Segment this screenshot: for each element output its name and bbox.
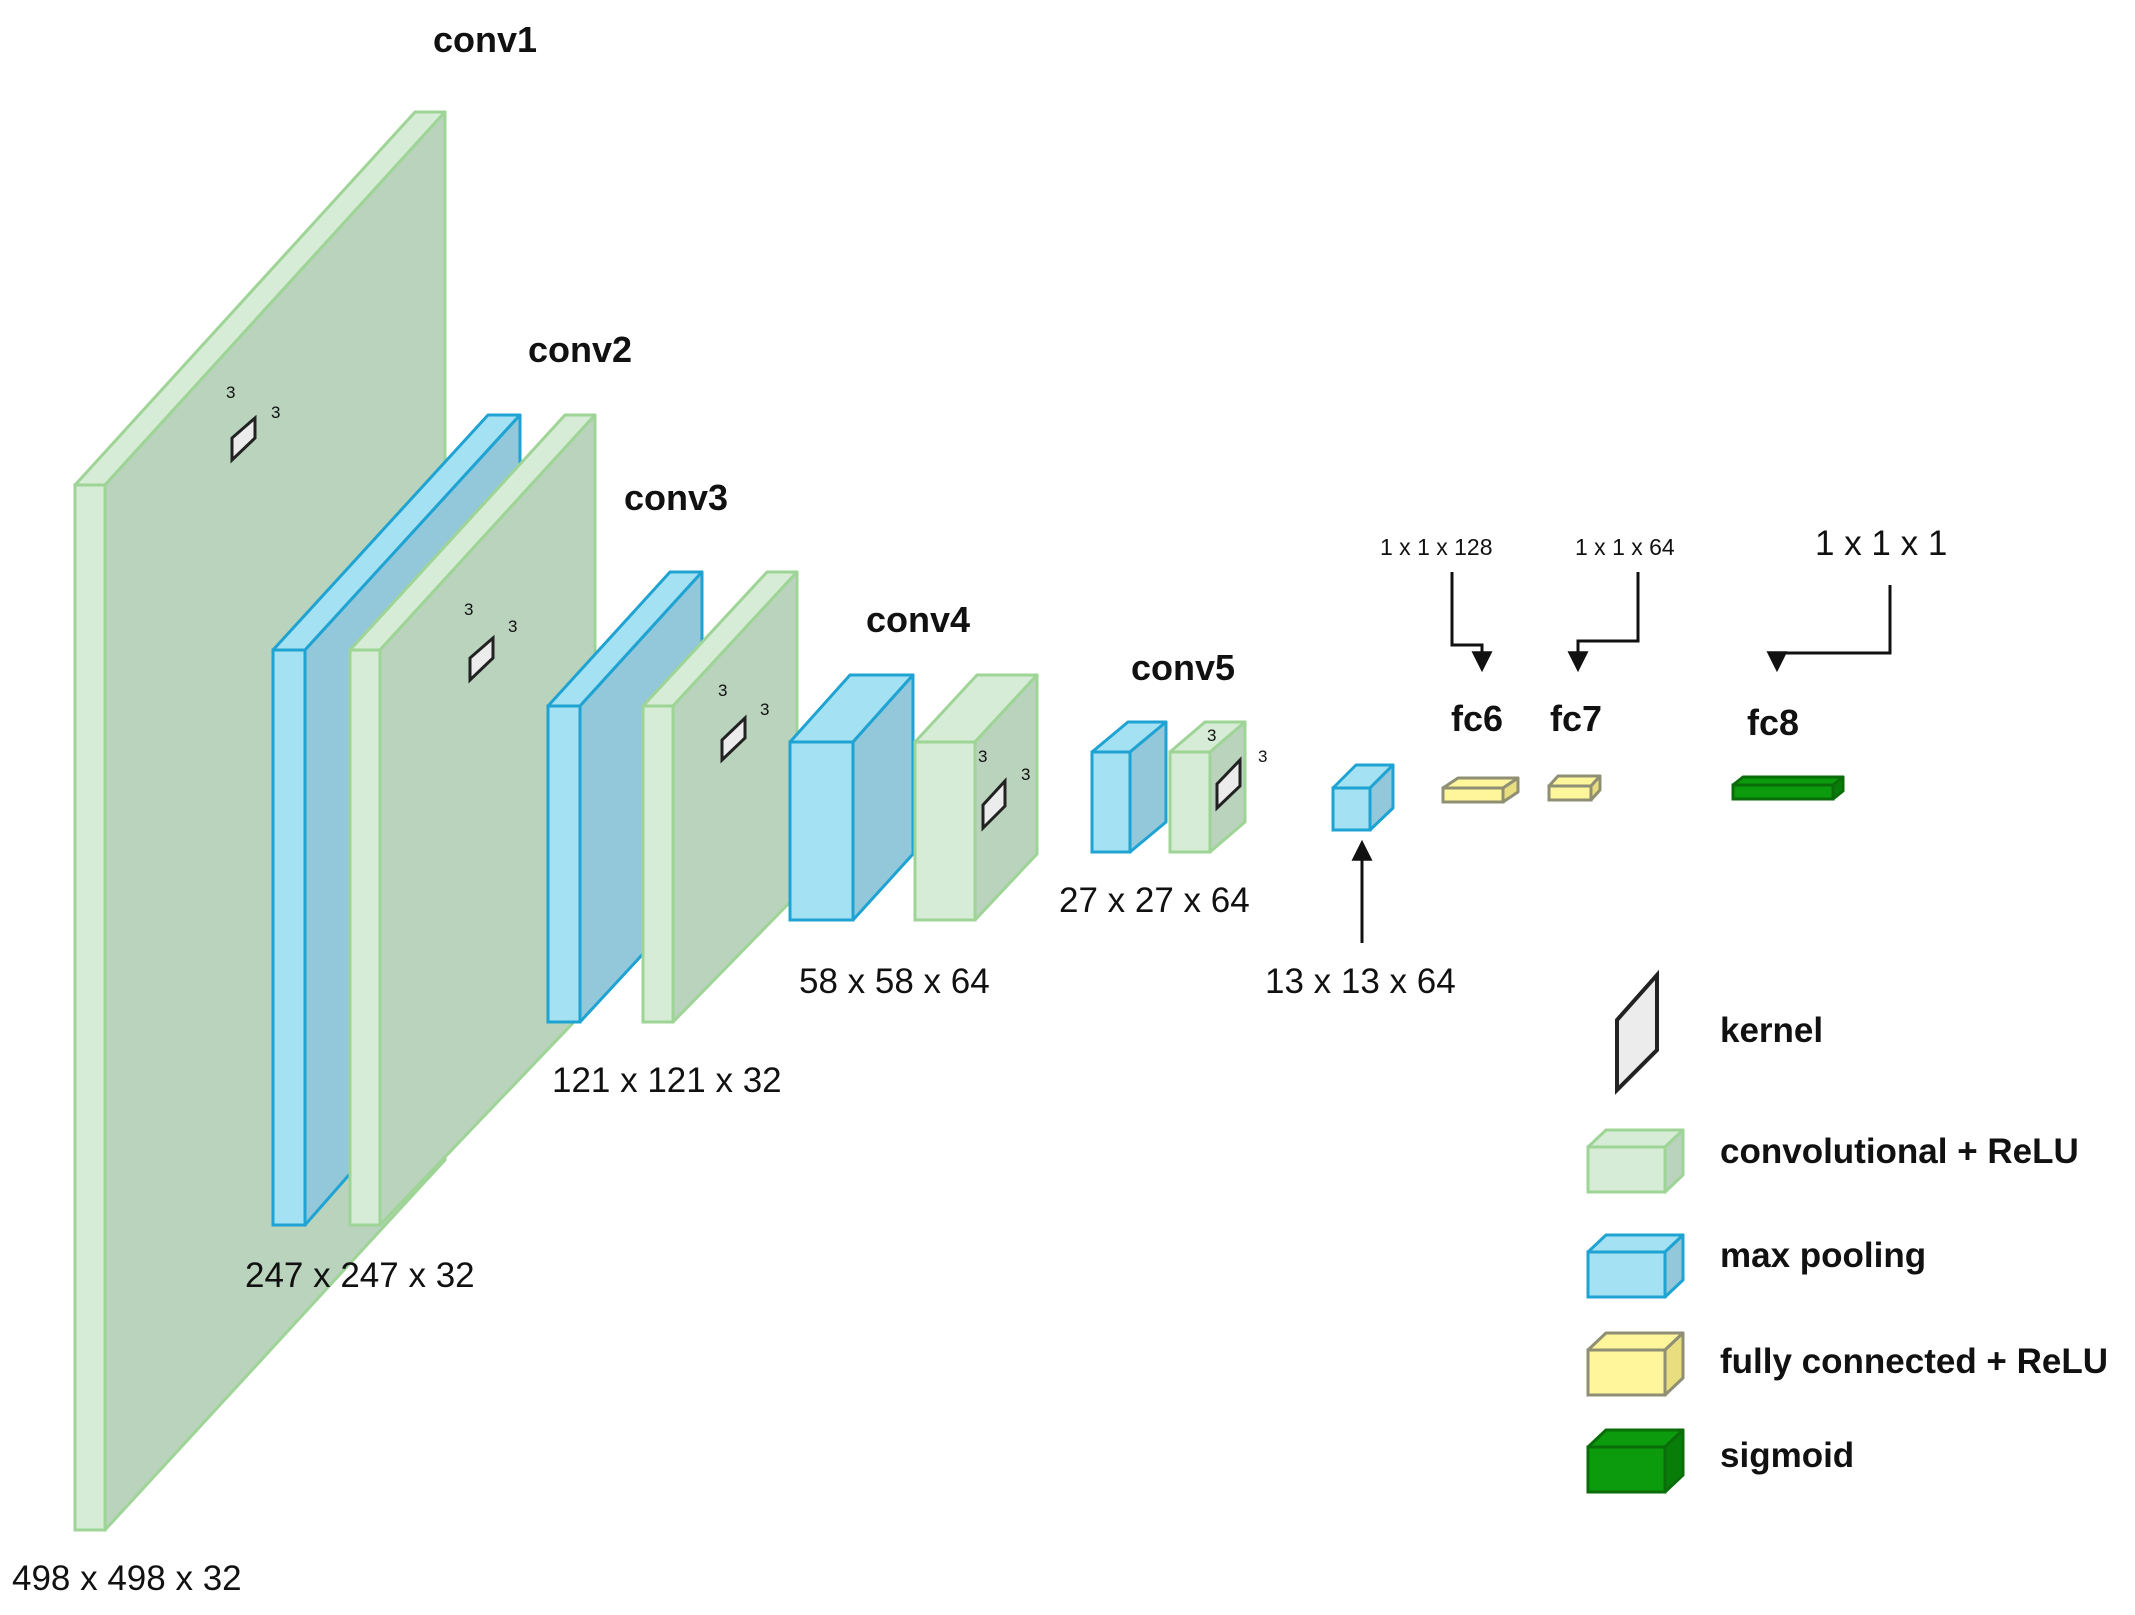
legend: kernel convolutional + ReLU max pooling — [1586, 969, 2108, 1494]
legend-conv: convolutional + ReLU — [1586, 1128, 2079, 1194]
kernel-conv1: 3 3 — [226, 383, 280, 464]
legend-pool: max pooling — [1586, 1233, 1926, 1299]
pool-block-4 — [788, 673, 915, 922]
arrow-to-fc8 — [1766, 585, 1892, 673]
pool-block-final — [1331, 763, 1395, 832]
fc7-block — [1547, 774, 1602, 802]
fc6-label: fc6 — [1451, 698, 1503, 739]
conv-block-icon — [1586, 1128, 1685, 1194]
legend-label: convolutional + ReLU — [1720, 1132, 2079, 1171]
dim-247-label: 247 x 247 x 32 — [245, 1256, 475, 1295]
conv4-label: conv4 — [866, 599, 970, 640]
kernel-width-label: 3 — [1258, 747, 1267, 766]
sigmoid-block-icon — [1586, 1428, 1685, 1494]
kernel-height-label: 3 — [464, 600, 473, 619]
conv3-label: conv3 — [624, 477, 728, 518]
dim-498-label: 498 x 498 x 32 — [12, 1559, 242, 1598]
legend-label: fully connected + ReLU — [1720, 1342, 2108, 1381]
kernel-icon — [1615, 969, 1659, 1095]
kernel-conv3: 3 3 — [718, 681, 769, 764]
legend-fc: fully connected + ReLU — [1586, 1331, 2108, 1397]
legend-kernel: kernel — [1615, 969, 1823, 1095]
kernel-conv4: 3 3 — [978, 747, 1030, 832]
dim-121-label: 121 x 121 x 32 — [552, 1061, 782, 1100]
kernel-width-label: 3 — [508, 617, 517, 636]
kernel-conv2: 3 3 — [464, 600, 517, 684]
dim-13-label: 13 x 13 x 64 — [1265, 962, 1456, 1001]
fc7-dim-label: 1 x 1 x 64 — [1575, 534, 1675, 560]
kernel-width-label: 3 — [760, 700, 769, 719]
legend-label: sigmoid — [1720, 1436, 1854, 1475]
conv1-label: conv1 — [433, 19, 537, 60]
pool-block-5 — [1090, 720, 1168, 854]
fc6-block — [1441, 776, 1520, 804]
pool-block-icon — [1586, 1233, 1685, 1299]
kernel-width-label: 3 — [271, 403, 280, 422]
kernel-conv5: 3 3 — [1207, 726, 1267, 812]
legend-label: kernel — [1720, 1011, 1823, 1050]
dim-58-label: 58 x 58 x 64 — [799, 962, 990, 1001]
conv5-label: conv5 — [1131, 647, 1235, 688]
dim-27-label: 27 x 27 x 64 — [1059, 881, 1250, 920]
legend-sigmoid: sigmoid — [1586, 1428, 1854, 1494]
fc8-label: fc8 — [1747, 702, 1799, 743]
fc-block-icon — [1586, 1331, 1685, 1397]
fc6-dim-label: 1 x 1 x 128 — [1380, 534, 1493, 560]
kernel-height-label: 3 — [1207, 726, 1216, 745]
arrow-to-fc7 — [1567, 572, 1640, 673]
kernel-width-label: 3 — [1021, 765, 1030, 784]
fc7-label: fc7 — [1550, 698, 1602, 739]
conv3-block — [641, 570, 799, 1024]
fc8-block — [1731, 775, 1845, 801]
legend-label: max pooling — [1720, 1236, 1926, 1275]
kernel-height-label: 3 — [978, 747, 987, 766]
conv4-block — [913, 673, 1039, 922]
kernel-height-label: 3 — [718, 681, 727, 700]
conv2-block — [348, 413, 597, 1227]
arrow-to-fc6 — [1450, 572, 1493, 673]
fc8-dim-label: 1 x 1 x 1 — [1815, 524, 1947, 563]
kernel-height-label: 3 — [226, 383, 235, 402]
conv2-label: conv2 — [528, 329, 632, 370]
